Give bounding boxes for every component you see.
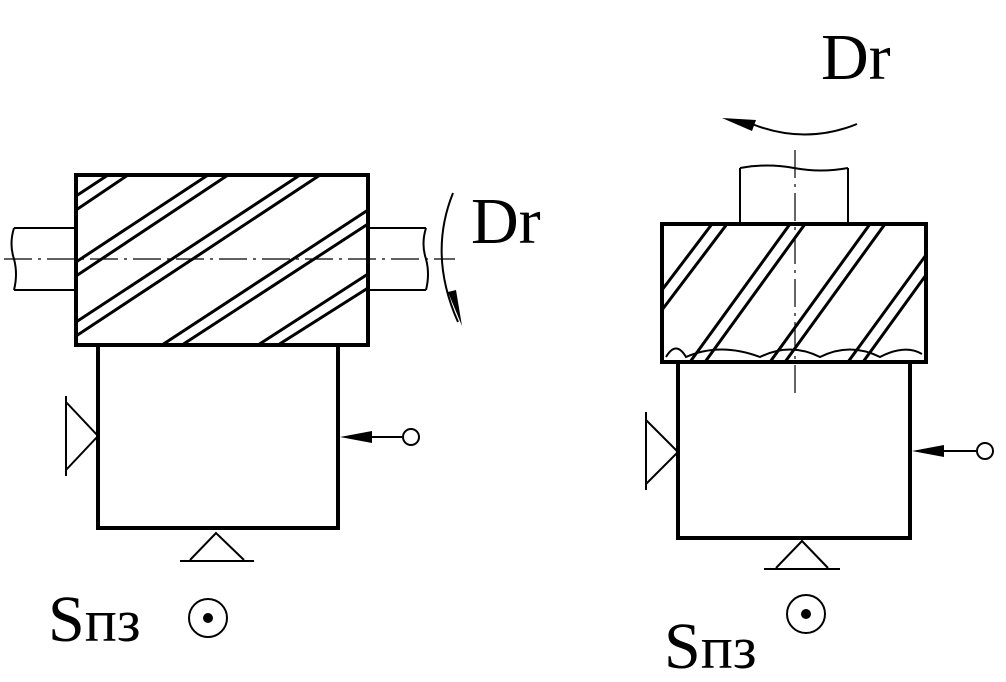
right-feed-label: Sпз: [664, 610, 757, 682]
left-feed-label-main: S: [48, 583, 85, 656]
right-clamp-arrow: [912, 442, 994, 460]
right-rotation-label: Dr: [821, 21, 891, 94]
left-feed-label-sub: пз: [85, 588, 141, 654]
right-workpiece: [676, 360, 912, 540]
left-figure: Dr Sпз: [4, 173, 541, 656]
right-rotation-arrow: [722, 118, 858, 136]
svg-text:Sпз: Sпз: [664, 610, 757, 682]
right-side-support-icon: [645, 412, 680, 490]
right-figure: Dr: [645, 21, 994, 682]
right-shaper-cutter: [660, 222, 928, 364]
left-rotation-arrow: [440, 192, 462, 326]
left-clamp-arrow: [340, 428, 420, 446]
left-bottom-support-icon: [180, 531, 254, 562]
left-hob-cutter: [74, 173, 370, 347]
left-rotation-label: Dr: [471, 185, 541, 258]
right-shaft: [739, 164, 849, 224]
left-side-support-icon: [65, 396, 100, 476]
svg-text:Sпз: Sпз: [48, 583, 141, 656]
right-feed-label-main: S: [664, 610, 701, 682]
right-feed-direction-icon: [786, 594, 826, 634]
left-feed-label: Sпз: [48, 583, 141, 656]
right-bottom-support-icon: [764, 539, 840, 570]
left-feed-direction-icon: [188, 598, 228, 638]
right-feed-label-sub: пз: [701, 615, 757, 681]
left-workpiece: [96, 343, 340, 530]
